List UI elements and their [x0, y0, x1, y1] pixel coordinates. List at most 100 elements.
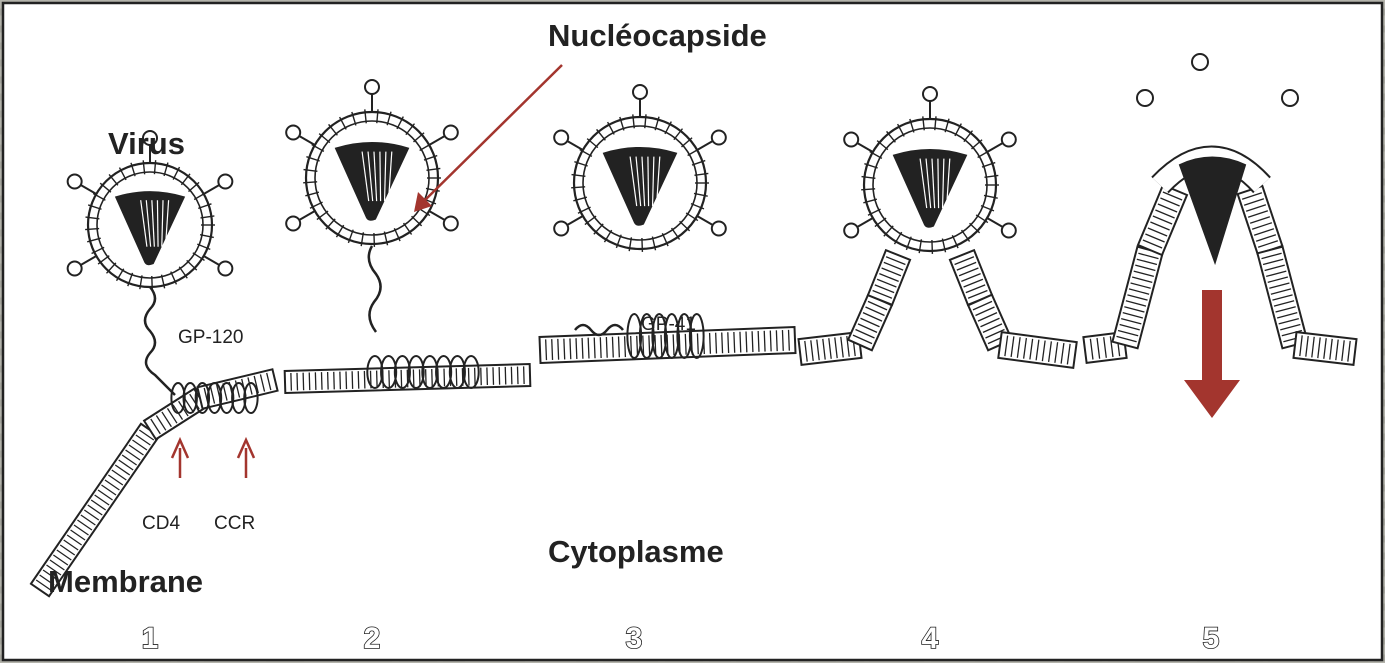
envelope-hatch: [861, 189, 875, 190]
glycoprotein-knob: [844, 133, 858, 147]
membrane-label: Membrane: [48, 564, 203, 599]
glycoprotein-knob: [712, 131, 726, 145]
gp120-label: GP-120: [178, 327, 243, 348]
step-number-4: 4: [922, 622, 939, 655]
membrane-hatch: [377, 371, 378, 389]
membrane-hatch: [511, 367, 512, 385]
glycoprotein-knob: [286, 217, 300, 231]
membrane-hatch: [685, 334, 686, 355]
glycoprotein-knob: [1137, 90, 1153, 106]
glycoprotein-knob: [1002, 133, 1016, 147]
glycoprotein-knob: [844, 224, 858, 238]
virus-label: Virus: [108, 126, 185, 161]
membrane-hatch: [576, 338, 577, 359]
membrane-hatch: [517, 367, 518, 385]
membrane-hatch: [582, 338, 583, 359]
membrane-hatch: [558, 339, 559, 360]
membrane-hatch: [740, 332, 741, 353]
cytoplasm-label: Cytoplasme: [548, 534, 724, 569]
membrane-hatch: [716, 333, 717, 354]
membrane-hatch: [728, 332, 729, 353]
membrane-hatch: [570, 338, 571, 359]
envelope-hatch: [85, 229, 99, 230]
membrane-hatch: [432, 369, 433, 387]
glycoprotein-knob: [554, 222, 568, 236]
membrane-hatch: [315, 372, 316, 390]
membrane-hatch: [588, 338, 589, 359]
step-number-2: 2: [364, 622, 381, 655]
capsid-highlight: [648, 157, 649, 207]
step-number-5: 5: [1203, 622, 1220, 655]
nucleocapsid-label: Nucléocapside: [548, 18, 767, 53]
membrane-hatch: [625, 336, 626, 357]
membrane-hatch: [789, 330, 790, 351]
glycoprotein-knob: [218, 175, 232, 189]
membrane-hatch: [309, 373, 310, 391]
glycoprotein-knob: [1002, 224, 1016, 238]
membrane-hatch: [661, 335, 662, 356]
glycoprotein-knob: [218, 262, 232, 276]
membrane-hatch: [764, 331, 765, 352]
glycoprotein-knob: [633, 85, 647, 99]
membrane-hatch: [352, 371, 353, 389]
membrane-hatch: [734, 332, 735, 353]
glycoprotein-knob: [68, 175, 82, 189]
envelope-hatch: [303, 182, 317, 183]
membrane-hatch: [524, 366, 525, 384]
membrane-hatch: [303, 373, 304, 391]
step-number-3: 3: [626, 622, 643, 655]
membrane-hatch: [444, 369, 445, 387]
glycoprotein-knob: [712, 222, 726, 236]
membrane-hatch: [546, 339, 547, 360]
membrane-hatch: [505, 367, 506, 385]
membrane-hatch: [552, 339, 553, 360]
membrane-hatch: [401, 370, 402, 388]
membrane-hatch: [413, 370, 414, 388]
membrane-hatch: [649, 335, 650, 356]
capsid-highlight: [380, 152, 381, 202]
gp41-label: GP-41: [641, 314, 696, 335]
membrane-hatch: [346, 371, 347, 389]
step-number-1: 1: [142, 622, 159, 655]
membrane-hatch: [475, 368, 476, 386]
membrane-hatch: [564, 339, 565, 360]
membrane-hatch: [468, 368, 469, 386]
glycoprotein-knob: [444, 217, 458, 231]
membrane-hatch: [697, 333, 698, 354]
membrane-hatch: [600, 337, 601, 358]
membrane-hatch: [673, 334, 674, 355]
capsid-highlight: [938, 159, 939, 209]
membrane-hatch: [481, 368, 482, 386]
envelope-hatch: [571, 187, 585, 188]
membrane-hatch: [710, 333, 711, 354]
membrane-hatch: [358, 371, 359, 389]
membrane-hatch: [328, 372, 329, 390]
membrane-hatch: [746, 332, 747, 353]
membrane-hatch: [456, 368, 457, 386]
membrane-hatch: [499, 367, 500, 385]
glycoprotein-knob: [1282, 90, 1298, 106]
membrane-hatch: [389, 370, 390, 388]
cd4-label: CD4: [142, 513, 180, 534]
glycoprotein-knob: [1192, 54, 1208, 70]
membrane-hatch: [758, 331, 759, 352]
ccr-label: CCR: [214, 513, 255, 534]
capsid-highlight: [157, 200, 158, 247]
membrane-hatch: [321, 372, 322, 390]
glycoprotein-knob: [923, 87, 937, 101]
glycoprotein-knob: [68, 262, 82, 276]
membrane-hatch: [487, 367, 488, 385]
membrane-hatch: [770, 331, 771, 352]
membrane-hatch: [752, 331, 753, 352]
glycoprotein-knob: [444, 126, 458, 140]
membrane-hatch: [619, 337, 620, 358]
glycoprotein-knob: [365, 80, 379, 94]
membrane-hatch: [776, 330, 777, 351]
membrane-hatch: [291, 373, 292, 391]
membrane-hatch: [334, 372, 335, 390]
membrane-hatch: [612, 337, 613, 358]
membrane-hatch: [722, 332, 723, 353]
membrane-hatch: [493, 367, 494, 385]
membrane-hatch: [364, 371, 365, 389]
